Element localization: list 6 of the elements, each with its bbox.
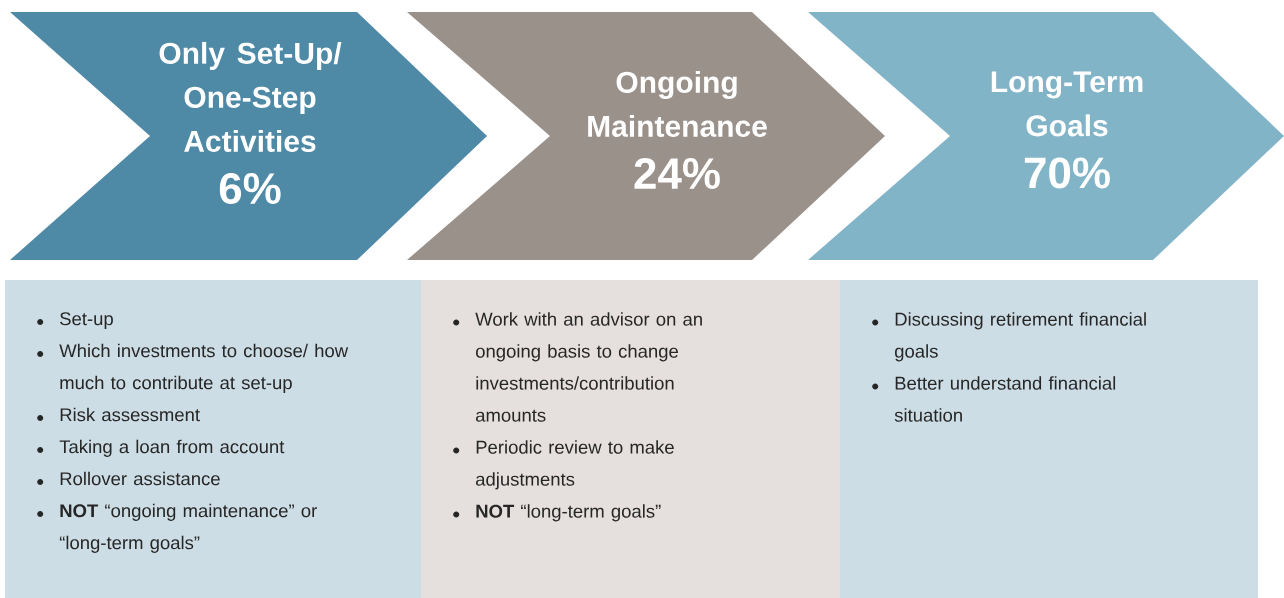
chevron-banner: Ongoing Maintenance 24% [407,12,885,260]
bullet-list-panel: Work with an advisor on an ongoing basis to change investments/contribution amounts Periodic review to make adjustments NOT “long-term goals” [421,280,840,598]
bullet-list-panel: Discussing retirement financial goals Better understand financial situation [840,280,1258,598]
bullet-list-panel: Set-up Which investments to choose/ how much to contribute at set-up Risk assessment Taking a loan from account Rollover assistance NOT “ongoing maintenance” or “long-term goals” [5,280,421,598]
chevron-banner: Long-Term Goals 70% [808,12,1284,260]
chevron-banner: Only Set-Up/ One-Step Activities 6% [10,12,487,260]
